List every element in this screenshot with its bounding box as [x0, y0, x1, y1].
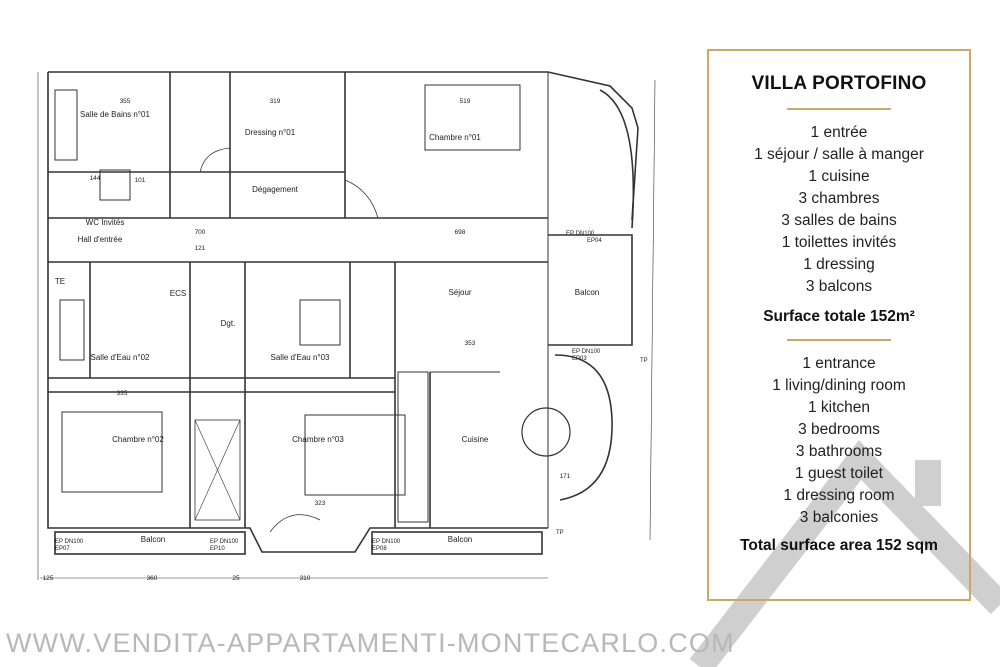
- feature-fr: 1 toilettes invités: [781, 234, 897, 251]
- feature-fr: 3 chambres: [798, 190, 880, 207]
- surface-en: Total surface area 152 sqm: [740, 537, 938, 554]
- dim-label: 144: [90, 175, 101, 182]
- tag-label: EP DN100: [372, 539, 401, 545]
- feature-en: 1 dressing room: [783, 487, 895, 504]
- tag-label: EP03: [572, 356, 587, 362]
- feature-fr: 1 entrée: [810, 124, 868, 141]
- feature-en: 1 entrance: [802, 355, 876, 372]
- room-sde2: Salle d'Eau n°02: [91, 353, 151, 362]
- dim-label: 125: [43, 575, 54, 582]
- website-watermark: WWW.VENDITA-APPARTAMENTI-MONTECARLO.COM: [6, 628, 735, 658]
- room-sde3: Salle d'Eau n°03: [271, 353, 331, 362]
- feature-fr: 1 séjour / salle à manger: [754, 146, 924, 163]
- room-te: TE: [55, 277, 65, 286]
- room-chambre2: Chambre n°02: [112, 435, 164, 444]
- dim-label: 355: [120, 98, 131, 105]
- room-wc: WC Invités: [86, 218, 125, 227]
- dim-label: 360: [147, 575, 158, 582]
- tag-label: EP10: [210, 546, 225, 552]
- tag-label: TP: [556, 530, 564, 536]
- room-dgt: Dgt.: [221, 319, 236, 328]
- info-panel: VILLA PORTOFINO 1 entrée 1 séjour / sall…: [707, 49, 971, 601]
- room-chambre3: Chambre n°03: [292, 435, 344, 444]
- feature-en: 3 bedrooms: [798, 421, 880, 438]
- dim-label: 353: [465, 340, 476, 347]
- room-sdb1: Salle de Bains n°01: [80, 110, 150, 119]
- room-dressing: Dressing n°01: [245, 128, 296, 137]
- feature-en: 3 bathrooms: [795, 443, 883, 460]
- room-degagement: Dégagement: [252, 185, 299, 194]
- tag-label: EP DN100: [210, 539, 239, 545]
- feature-fr: 3 salles de bains: [781, 212, 897, 229]
- room-sejour: Séjour: [448, 288, 471, 297]
- tag-label: EP DN100: [55, 539, 84, 545]
- room-hall: Hall d'entrée: [78, 235, 123, 244]
- dim-label: 310: [300, 575, 311, 582]
- feature-en: 1 guest toilet: [795, 465, 883, 482]
- tag-label: EP DN100: [572, 349, 601, 355]
- feature-fr: 1 cuisine: [808, 168, 870, 185]
- room-balcon-sw: Balcon: [141, 535, 165, 544]
- dim-label: 335: [117, 390, 128, 397]
- property-title: VILLA PORTOFINO: [751, 73, 927, 94]
- dim-label: 171: [560, 473, 571, 480]
- dim-label: 25: [232, 575, 240, 582]
- dim-label: 698: [455, 229, 466, 236]
- dim-label: 101: [135, 177, 146, 184]
- dim-label: 700: [195, 229, 206, 236]
- dim-label: 121: [195, 245, 206, 252]
- feature-fr: 3 balcons: [805, 278, 873, 295]
- divider: [787, 339, 891, 341]
- feature-en: 1 kitchen: [807, 399, 871, 416]
- house-outline-decoration: [690, 440, 1000, 667]
- tag-label: EP07: [55, 546, 70, 552]
- feature-fr: 1 dressing: [803, 256, 875, 273]
- dim-label: 323: [315, 500, 326, 507]
- tag-label: TP: [640, 358, 648, 364]
- tag-label: EP04: [587, 238, 602, 244]
- feature-en: 1 living/dining room: [772, 377, 906, 394]
- room-ecs: ECS: [170, 289, 186, 298]
- surface-fr: Surface totale 152m²: [763, 308, 915, 325]
- feature-en: 3 balconies: [799, 509, 879, 526]
- room-balcon-east: Balcon: [575, 288, 599, 297]
- tag-label: EP08: [372, 546, 387, 552]
- room-chambre1: Chambre n°01: [429, 133, 481, 142]
- dim-label: 519: [460, 98, 471, 105]
- room-balcon-s: Balcon: [448, 535, 472, 544]
- tag-label: EP DN100: [566, 231, 595, 237]
- divider: [787, 108, 891, 110]
- dim-label: 319: [270, 98, 281, 105]
- room-cuisine: Cuisine: [462, 435, 489, 444]
